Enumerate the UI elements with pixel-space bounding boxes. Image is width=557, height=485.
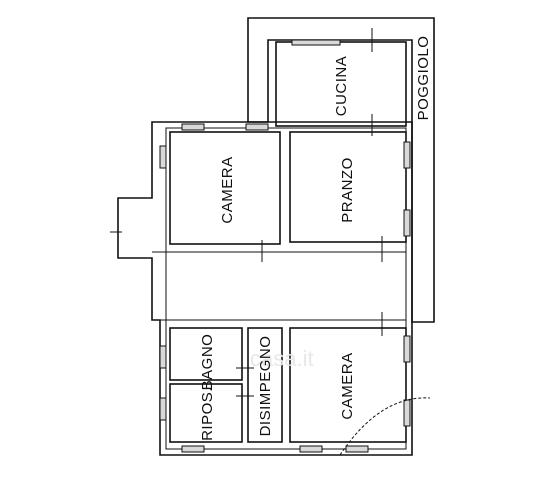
- room-label-poggiolo: POGGIOLO: [415, 36, 432, 121]
- window-camera-top-2: [245, 123, 269, 131]
- window-camera-bottom-1: [403, 335, 411, 363]
- stamp-arc: [339, 397, 431, 456]
- pranzo-walls: [289, 131, 407, 243]
- disimpegno-walls: [247, 327, 283, 443]
- room-label-disimpegno: DISIMPEGNO: [257, 336, 274, 437]
- room-label-bagno: BAGNO: [199, 334, 216, 391]
- window-camera-top-1: [181, 123, 205, 131]
- outer-wall-inner-line: [165, 127, 407, 450]
- bagno-walls: [169, 327, 243, 381]
- room-label-pranzo: PRANZO: [339, 157, 356, 223]
- outer-wall: [117, 121, 413, 456]
- window-pranzo-1: [403, 141, 411, 169]
- window-bottom-2: [299, 445, 323, 453]
- window-bagno: [159, 345, 167, 369]
- window-bottom-1: [181, 445, 205, 453]
- window-camera-bottom-2: [403, 399, 411, 427]
- room-label-camera-top: CAMERA: [219, 156, 236, 223]
- window-cucina: [291, 39, 341, 46]
- room-label-cucina: CUCINA: [333, 56, 350, 117]
- room-label-camera-bottom: CAMERA: [339, 352, 356, 419]
- watermark: casa.it: [250, 346, 314, 371]
- ripos-walls: [169, 383, 243, 443]
- window-camera-top-left: [159, 145, 167, 169]
- room-label-ripos: RIPOS.: [199, 387, 216, 441]
- camera-bottom-walls: [289, 327, 407, 443]
- cucina-walls: [275, 41, 407, 127]
- window-ripos: [159, 397, 167, 421]
- camera-top-walls: [169, 131, 281, 245]
- window-pranzo-2: [403, 209, 411, 237]
- window-bottom-3: [345, 445, 369, 453]
